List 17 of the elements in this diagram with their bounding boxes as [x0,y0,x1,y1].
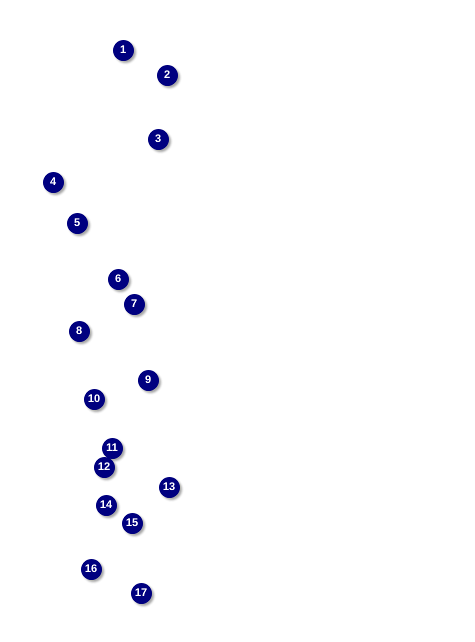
callout-number: 9 [138,370,158,390]
callout-number: 11 [102,438,122,458]
callout-number: 17 [130,582,152,604]
callout-number: 6 [108,268,128,290]
callout-number: 16 [80,558,102,580]
callout-number: 4 [42,172,64,192]
callout-number: 5 [66,212,88,234]
callout-number: 1 [112,40,134,60]
callout-number: 13 [158,476,180,498]
callout-number: 7 [124,294,144,314]
callout-number: 10 [84,388,104,410]
callout-number: 14 [96,494,116,516]
callout-number: 8 [68,320,90,342]
callout-number: 12 [94,456,114,478]
callout-number: 2 [156,64,178,86]
callout-number: 3 [148,128,168,150]
callout-number: 15 [122,512,142,534]
